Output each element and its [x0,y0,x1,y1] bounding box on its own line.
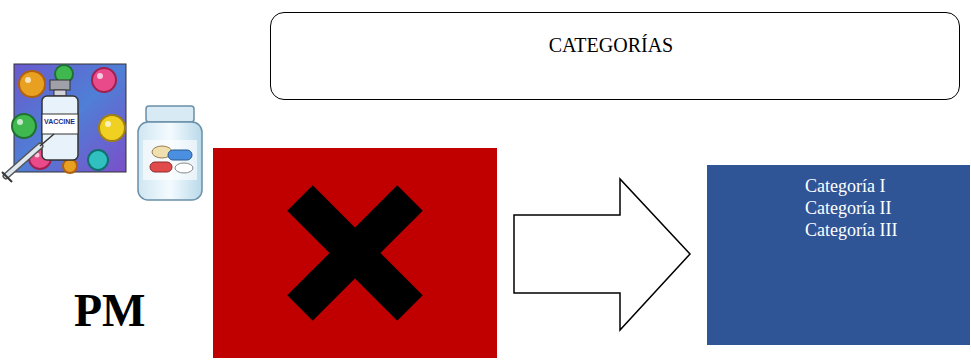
heading-text: CATEGORÍAS [271,33,951,57]
pm-label: PM [74,286,146,337]
category-box: Categoría ICategoría IICategoría III [707,165,970,345]
category-text: Categoría II [805,197,962,219]
vaccine-clipart [2,64,126,182]
category-text: Categoría III [805,219,962,241]
pill-bottle [138,106,202,200]
vial-label: VACCINE [44,118,75,126]
title-box: CATEGORÍAS [270,12,960,100]
red-x-square [213,148,497,358]
category-text: Categoría I [805,175,962,197]
block-arrow [514,179,690,330]
